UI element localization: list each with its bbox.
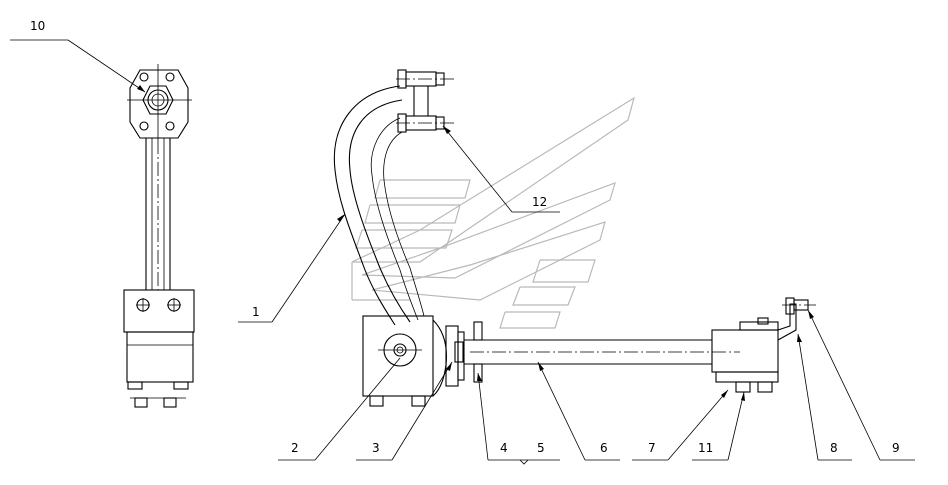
leader-lines xyxy=(10,39,915,465)
watermark-wing-logo xyxy=(351,96,635,329)
top-connector xyxy=(396,69,456,133)
flange-plate xyxy=(129,69,189,139)
callout-6: 6 xyxy=(600,441,608,455)
callout-2: 2 xyxy=(291,441,299,455)
callout-3: 3 xyxy=(372,441,380,455)
callout-8: 8 xyxy=(830,441,838,455)
valve-body xyxy=(362,315,483,407)
flange-bolt-hole xyxy=(139,72,149,82)
lower-body xyxy=(126,331,194,383)
callout-4: 4 xyxy=(500,441,508,455)
flange-bolt-hole xyxy=(165,72,175,82)
clamp-block xyxy=(123,289,195,333)
side-view xyxy=(123,64,195,408)
callout-7: 7 xyxy=(648,441,656,455)
flange-bolt-hole xyxy=(165,121,175,131)
callout-10: 10 xyxy=(30,19,45,33)
callout-1: 1 xyxy=(252,305,260,319)
horizontal-shaft xyxy=(464,339,740,365)
callout-9: 9 xyxy=(892,441,900,455)
callout-12: 12 xyxy=(532,195,547,209)
callout-labels: 10 12 1 2 3 4 5 6 7 11 8 9 xyxy=(30,19,900,455)
callout-11: 11 xyxy=(698,441,713,455)
end-block xyxy=(711,297,816,393)
bent-pipe xyxy=(333,85,425,326)
callout-5: 5 xyxy=(537,441,545,455)
flange-bolt-hole xyxy=(139,121,149,131)
